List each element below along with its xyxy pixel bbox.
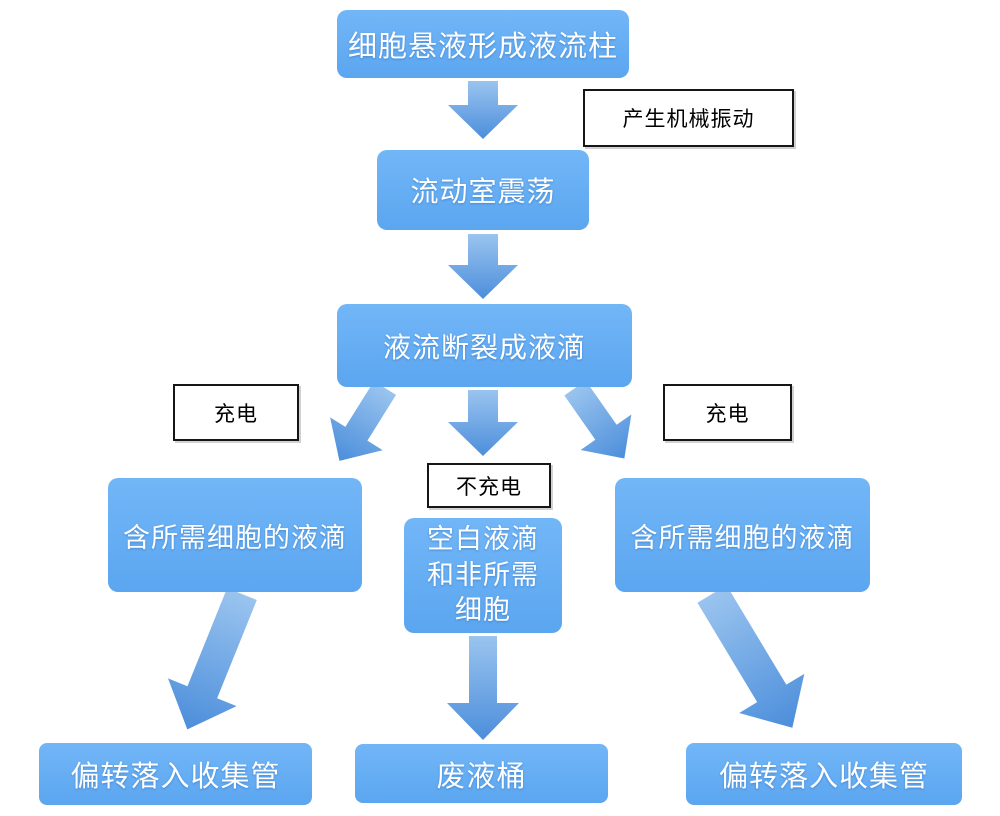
node-cell-suspension: 细胞悬液形成液流柱 xyxy=(337,10,629,78)
node-blank-and-unwanted-droplet: 空白液滴 和非所需 细胞 xyxy=(404,518,562,633)
arrow-right-to-collect-icon xyxy=(697,585,805,728)
node-deflect-into-collection-tube-right: 偏转落入收集管 xyxy=(686,743,962,805)
node-target-cell-droplet-left: 含所需细胞的液滴 xyxy=(108,478,362,592)
node-stream-breaks-into-droplets: 液流断裂成液滴 xyxy=(337,304,632,387)
callout-charge-right: 充电 xyxy=(663,384,792,441)
arrow-break-to-right-icon xyxy=(564,380,632,459)
callout-mechanical-vibration: 产生机械振动 xyxy=(583,89,794,147)
callout-charge-left: 充电 xyxy=(173,384,299,441)
arrow-break-to-left-icon xyxy=(330,381,397,461)
node-waste-bucket: 废液桶 xyxy=(355,744,608,803)
node-target-cell-droplet-right: 含所需细胞的液滴 xyxy=(615,478,870,592)
callout-no-charge: 不充电 xyxy=(427,463,551,508)
arrow-break-to-mid-icon xyxy=(448,390,518,456)
arrow-mid-to-waste-icon xyxy=(447,636,519,740)
arrow-oscillation-to-break-icon xyxy=(448,234,518,299)
arrow-left-to-collect-icon xyxy=(167,588,257,730)
node-deflect-into-collection-tube-left: 偏转落入收集管 xyxy=(39,743,312,805)
arrow-suspension-to-oscillation-icon xyxy=(448,81,518,139)
node-flow-chamber-oscillation: 流动室震荡 xyxy=(377,150,589,230)
